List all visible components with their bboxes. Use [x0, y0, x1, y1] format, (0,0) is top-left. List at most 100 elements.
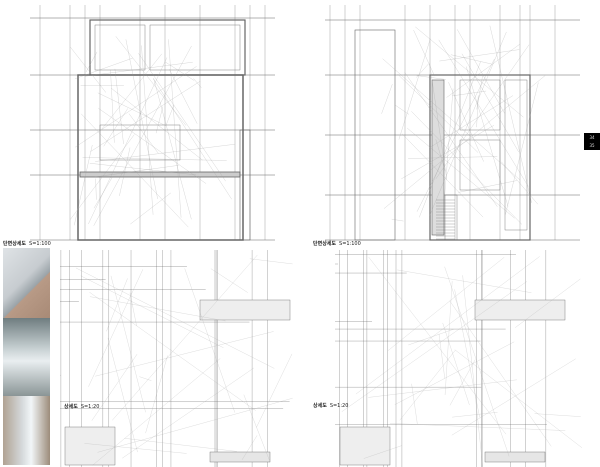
drawing-line — [94, 46, 192, 226]
drawing-block — [200, 300, 290, 320]
drawing-block — [240, 130, 250, 240]
drawing-block — [445, 195, 457, 240]
drawing-line — [401, 125, 494, 179]
drawing-line — [448, 82, 483, 161]
drawing-line — [185, 268, 235, 412]
drawing-line — [244, 395, 270, 461]
drawing-block — [150, 25, 240, 70]
drawing-block — [210, 452, 270, 462]
drawing-line — [111, 276, 146, 413]
drawing-line — [383, 59, 520, 180]
drawing-line — [384, 75, 545, 208]
drawing-block — [95, 25, 145, 70]
drawing-line — [122, 368, 254, 458]
drawing-line — [166, 105, 174, 125]
drawing-line — [138, 53, 225, 181]
drawing-line — [408, 156, 497, 158]
drawing-line — [436, 45, 529, 179]
drawing-line — [477, 95, 479, 127]
drawing-line — [168, 39, 181, 217]
drawing-line — [106, 278, 127, 331]
drawing-line — [458, 181, 517, 193]
drawing-line — [92, 354, 137, 421]
drawing-block — [340, 427, 390, 465]
drawing-line — [111, 88, 202, 160]
drawing-line — [256, 354, 292, 427]
drawing-line — [452, 91, 486, 96]
drawing-line — [116, 36, 186, 125]
drawing-line — [193, 79, 201, 88]
drawing-line — [535, 414, 581, 417]
right-detail-caption: 상세도S=1:20 — [313, 402, 348, 409]
drawing-line — [130, 193, 170, 224]
drawing-line — [490, 26, 532, 203]
drawing-block — [78, 75, 243, 240]
drawing-line — [417, 76, 446, 80]
drawing-line — [70, 47, 106, 92]
drawing-line — [412, 384, 418, 424]
drawing-line — [439, 50, 519, 61]
drawing-line — [81, 114, 188, 227]
drawing-line — [96, 179, 97, 200]
drawing-line — [86, 52, 97, 72]
drawing-line — [417, 59, 494, 212]
drawing-line — [112, 255, 257, 420]
left-section-caption: 단면상세도S=1:100 — [3, 240, 51, 247]
drawing-line — [75, 66, 196, 147]
drawing-line — [98, 398, 293, 452]
drawing-line — [399, 39, 430, 140]
drawing-line — [501, 162, 538, 204]
drawing-line — [154, 78, 192, 219]
drawing-line — [450, 359, 475, 405]
drawing-line — [443, 323, 470, 405]
drawing-line — [444, 89, 454, 211]
drawing-block — [505, 80, 527, 230]
drawing-line — [356, 256, 540, 394]
drawing-line — [146, 356, 168, 434]
drawing-line — [414, 30, 435, 76]
drawing-line — [129, 114, 158, 154]
drawing-line — [104, 108, 128, 146]
drawing-block — [485, 452, 545, 462]
drawing-block — [90, 20, 245, 75]
drawing-line — [405, 72, 498, 206]
drawing-line — [250, 259, 293, 264]
drawing-line — [457, 29, 504, 113]
drawing-line — [139, 377, 151, 381]
drawing-line — [439, 334, 445, 379]
left-detail-caption: 상세도S=1:20 — [64, 403, 99, 410]
drawing-line — [369, 257, 506, 434]
drawing-line — [115, 69, 124, 144]
page-number-tab: 34 35 — [584, 133, 600, 150]
drawing-line — [94, 177, 113, 208]
drawing-line — [451, 55, 491, 64]
drawing-line — [419, 62, 480, 218]
drawing-line — [124, 438, 236, 451]
drawing-line — [74, 145, 92, 225]
drawing-line — [407, 128, 515, 218]
drawing-line — [110, 70, 114, 143]
drawing-line — [392, 219, 404, 221]
drawing-line — [439, 40, 529, 187]
page-number-bottom: 35 — [589, 143, 594, 148]
drawing-line — [169, 69, 197, 123]
drawing-line — [416, 64, 428, 78]
drawing-line — [395, 105, 409, 115]
drawing-block — [475, 300, 565, 320]
drawing-block — [65, 427, 115, 465]
right-section-caption: 단면상세도S=1:100 — [313, 240, 361, 247]
drawing-line — [382, 84, 393, 114]
drawing-line — [411, 111, 522, 224]
drawing-line — [445, 281, 452, 395]
drawing-line — [92, 358, 220, 465]
photo-stair-bottom — [3, 396, 50, 465]
drawing-line — [455, 350, 582, 448]
drawing-line — [447, 44, 520, 97]
drawing-block — [460, 140, 500, 190]
drawing-line — [415, 27, 523, 117]
drawing-line — [156, 107, 163, 134]
page-number-top: 34 — [589, 135, 594, 140]
drawing-line — [400, 350, 456, 420]
drawing-block — [80, 172, 240, 177]
